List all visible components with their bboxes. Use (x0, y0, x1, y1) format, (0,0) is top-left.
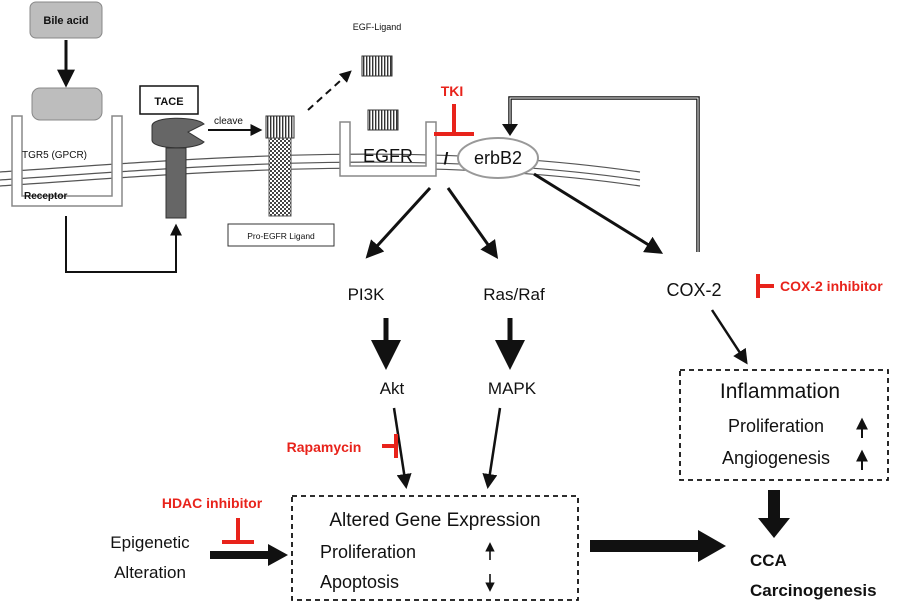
erbb2-label: erbB2 (474, 148, 522, 168)
gene-proliferation: Proliferation (320, 542, 416, 562)
pro-egfr-ligand-label: Pro-EGFR Ligand (247, 231, 315, 241)
arrow-gene-cca (590, 530, 726, 562)
cleave-label: cleave (214, 116, 243, 127)
egfr-label: EGFR (363, 146, 413, 166)
arrow-inflammation-cca (758, 490, 790, 538)
arrow-receptor-to-tace (65, 216, 182, 273)
mapk-node: MAPK (488, 379, 537, 398)
pi3k-node: PI3K (348, 285, 386, 304)
inflammation-title: Inflammation (720, 380, 840, 403)
arrow-to-cox2 (533, 172, 664, 254)
inflammation-box: Inflammation Proliferation Angiogenesis (679, 369, 889, 481)
inflammation-proliferation: Proliferation (728, 416, 824, 436)
arrow-epigenetic-gene (210, 544, 288, 566)
rapamycin-label: Rapamycin (287, 439, 362, 455)
cell-membrane (0, 153, 641, 187)
carcinogenesis-label: Carcinogenesis (750, 581, 877, 600)
arrow-ligand-release (307, 70, 352, 111)
epigenetic-line2: Alteration (114, 563, 186, 582)
tace-node: TACE (139, 85, 205, 219)
cox2-inhibitor-label: COX-2 inhibitor (780, 278, 883, 294)
arrow-akt-gene (392, 407, 412, 489)
cox2-node: COX-2 (666, 280, 721, 300)
egfr-complex: EGFR / erbB2 (339, 109, 539, 179)
ras-raf-node: Ras/Raf (483, 285, 545, 304)
akt-node: Akt (380, 379, 405, 398)
egfr-erbb2-slash: / (444, 149, 449, 168)
rapamycin-inhibitor: Rapamycin (287, 434, 398, 458)
tace-label: TACE (154, 96, 183, 108)
cox2-inhibitor: COX-2 inhibitor (756, 274, 883, 298)
receptor-name: TGR5 (GPCR) (22, 150, 87, 161)
hdac-inhibitor-label: HDAC inhibitor (162, 495, 263, 511)
hdac-inhibitor: HDAC inhibitor (162, 495, 263, 544)
arrow-mapk-gene (482, 407, 502, 489)
arrow-to-pi3k (365, 186, 432, 259)
gene-apoptosis: Apoptosis (320, 572, 399, 592)
egf-ligand: EGF-Ligand (353, 22, 402, 77)
receptor-label: Receptor (24, 191, 67, 202)
inflammation-angiogenesis: Angiogenesis (722, 448, 830, 468)
pro-egfr-ligand: Pro-EGFR Ligand (227, 115, 335, 247)
tgr5-receptor: TGR5 (GPCR) Receptor (11, 87, 123, 207)
tki-inhibitor: TKI (434, 83, 474, 136)
egf-ligand-label: EGF-Ligand (353, 22, 402, 32)
bile-acid-node: Bile acid (29, 1, 103, 39)
arrow-cox2-inflammation (710, 309, 748, 365)
gene-expression-box: Altered Gene Expression Proliferation Ap… (291, 495, 579, 601)
arrow-to-rasraf (446, 187, 499, 259)
epigenetic-line1: Epigenetic (110, 533, 190, 552)
cca-label: CCA (750, 551, 787, 570)
tki-label: TKI (441, 83, 464, 99)
gene-expression-title: Altered Gene Expression (329, 510, 540, 531)
bile-acid-label: Bile acid (43, 15, 88, 27)
